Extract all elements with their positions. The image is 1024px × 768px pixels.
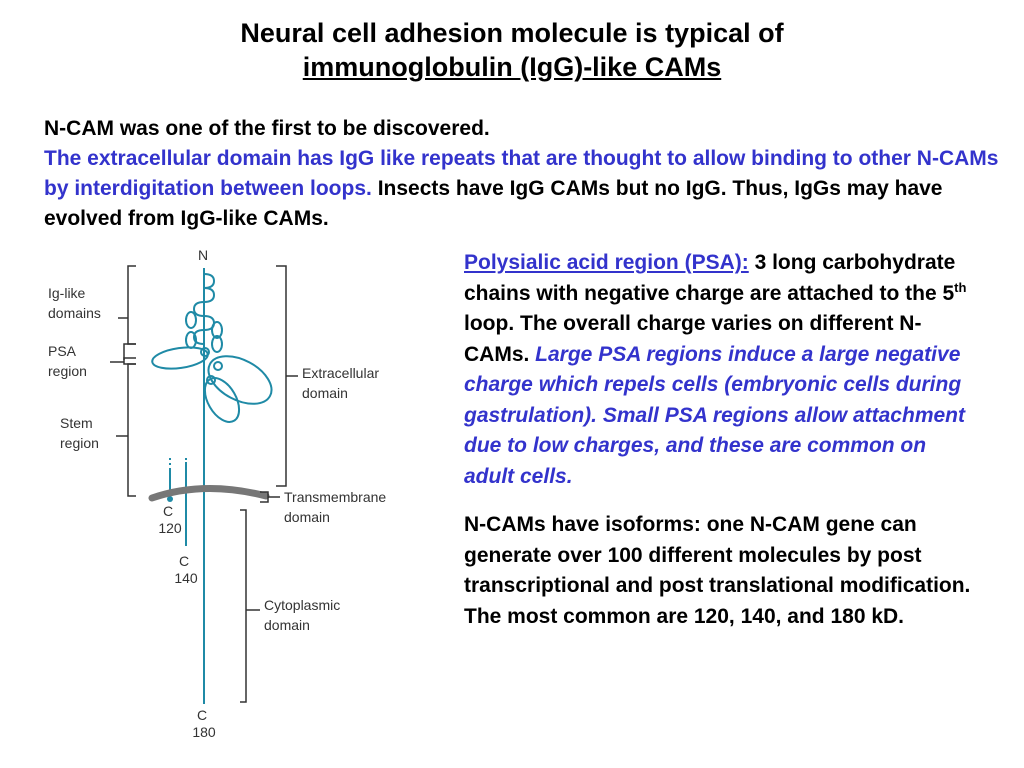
slide-title: Neural cell adhesion molecule is typical… [0,16,1024,84]
psa-heading: Polysialic acid region (PSA): [464,251,749,274]
transmembrane-domain-label: Transmembrane domain [284,489,390,525]
psa-loops [151,346,273,423]
left-brackets [110,265,136,497]
isoforms-paragraph: N-CAMs have isoforms: one N-CAM gene can… [464,513,971,628]
title-line-1: Neural cell adhesion molecule is typical… [240,18,784,48]
psa-superscript: th [954,279,967,295]
carbohydrate-loops [192,273,216,345]
psa-paragraph: Polysialic acid region (PSA): 3 long car… [464,248,974,492]
intro-body: The extracellular domain has IgG like re… [44,144,1004,234]
intro-blue-text: The extracellular domain has IgG like re… [44,147,999,200]
cell-membrane [148,484,270,502]
ncam-diagram: N Ig-like domains PSA region Stem region… [48,247,390,740]
psa-italic-text: Large PSA regions induce a large negativ… [464,342,965,488]
psa-region-label: PSA region [48,343,87,379]
psa-text-2: loop. The overall charge varies on diffe… [464,312,922,366]
intro-line-1: N-CAM was one of the first to be discove… [44,117,490,140]
stem-region-label: Stem region [60,415,99,451]
intro-black-text: Insects have IgG CAMs but no IgG. Thus, … [44,177,943,230]
right-brackets [240,265,298,703]
ig-like-domain-loops [185,311,223,353]
gpi-anchor [167,496,173,502]
n-terminus-label: N [198,247,208,263]
c180-label: C 180 [192,707,216,740]
intro-paragraph: N-CAM was one of the first to be discove… [44,114,1004,234]
ig-like-domains-label: Ig-like domains [48,285,101,321]
c120-label: C 120 [158,503,182,536]
title-line-2: immunoglobulin (IgG)-like CAMs [302,52,722,82]
extracellular-domain-label: Extracellular domain [302,365,383,401]
psa-text-1: 3 long carbohydrate chains with negative… [464,251,956,305]
right-column: Polysialic acid region (PSA): 3 long car… [464,248,974,632]
c140-label: C 140 [174,553,198,586]
cytoplasmic-domain-label: Cytoplasmic domain [264,597,344,633]
